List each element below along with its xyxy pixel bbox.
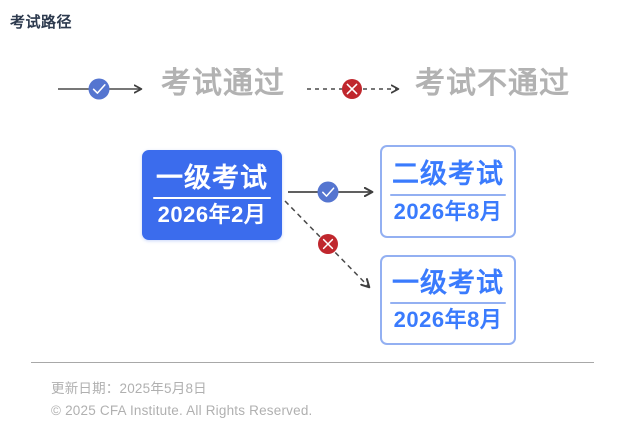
node-date: 2026年8月 [393, 307, 503, 333]
footer-copyright: © 2025 CFA Institute. All Rights Reserve… [51, 403, 313, 418]
node-title: 一级考试 [156, 162, 268, 193]
node-divider [390, 302, 506, 305]
legend-graphics [58, 78, 624, 100]
edge-pass-to-level2 [288, 181, 372, 203]
node-level1-feb-2026[interactable]: 一级考试 2026年2月 [142, 150, 282, 240]
check-circle-icon [317, 181, 339, 203]
x-circle-icon [318, 234, 338, 254]
footer-updated-date: 更新日期：2025年5月8日 [51, 381, 207, 396]
legend-label-fail: 考试不通过 [415, 67, 570, 100]
footer-divider [31, 362, 594, 363]
node-date: 2026年2月 [157, 202, 267, 228]
node-divider [153, 197, 271, 200]
node-level1-aug-2026[interactable]: 一级考试 2026年8月 [380, 255, 516, 345]
legend: 考试通过 考试不通过 [0, 60, 624, 118]
node-title: 一级考试 [392, 267, 504, 298]
legend-label-pass: 考试通过 [161, 67, 285, 100]
edge-fail-to-level1-retake [284, 200, 369, 287]
node-divider [390, 193, 506, 196]
node-date: 2026年8月 [393, 198, 503, 224]
legend-fail-arrow [307, 79, 398, 99]
legend-pass-arrow [58, 78, 141, 100]
node-title: 二级考试 [392, 159, 504, 190]
node-level2-aug-2026[interactable]: 二级考试 2026年8月 [380, 145, 516, 238]
page-title: 考试路径 [10, 14, 73, 31]
check-circle-icon [88, 78, 110, 100]
x-circle-icon [342, 79, 362, 99]
